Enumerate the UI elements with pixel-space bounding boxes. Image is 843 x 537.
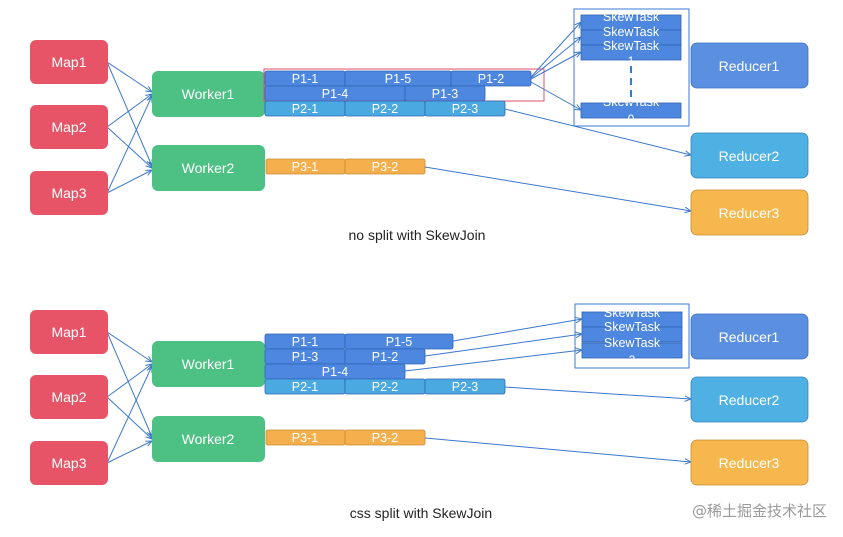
partition-label: P2-1: [292, 102, 318, 116]
map-label: Map2: [51, 389, 86, 405]
partition-label: P3-1: [292, 160, 318, 174]
bottom-reducer-1: Reducer1: [690, 313, 809, 360]
map-label: Map1: [51, 54, 86, 70]
bottom-partition-arrows: [404, 319, 691, 462]
top-skewtask-group: SkewTask SkewTask SkewTask 1 SkewTask 0: [573, 8, 690, 127]
reducer-label: Reducer1: [719, 58, 780, 74]
reducer-label: Reducer2: [719, 148, 780, 164]
top-p2-row: P2-1 P2-2 P2-3: [264, 100, 506, 117]
map-label: Map3: [51, 185, 86, 201]
worker-label: Worker1: [182, 86, 235, 102]
top-p3-row: P3-1 P3-2: [265, 158, 426, 175]
top-diagram: Map1 Map2 Map3 Worker1 Worker2 P1-1 P1-5…: [30, 8, 809, 243]
skewtask-label: SkewTask: [603, 95, 660, 109]
worker-label: Worker1: [182, 356, 235, 372]
skewtask-label: SkewTask: [603, 10, 660, 24]
map-label: Map2: [51, 119, 86, 135]
watermark: @稀土掘金技术社区: [692, 502, 827, 520]
bottom-map-worker-arrows: [106, 331, 152, 464]
top-reducer-1: Reducer1: [690, 42, 809, 89]
partition-label: P2-3: [452, 380, 478, 394]
top-map-1: Map1: [30, 40, 108, 84]
top-partition-arrows: [424, 22, 691, 211]
partition-label: P3-2: [372, 160, 398, 174]
bottom-p2-row: P2-1 P2-2 P2-3: [264, 378, 506, 395]
top-map-worker-arrows: [106, 61, 152, 194]
skewtask-label: SkewTask: [604, 336, 661, 350]
partition-label: P2-2: [372, 102, 398, 116]
bottom-worker-1: Worker1: [152, 341, 265, 387]
skewtask-label: SkewTask: [603, 25, 660, 39]
top-caption: no split with SkewJoin: [349, 227, 486, 243]
bottom-diagram: Map1 Map2 Map3 Worker1 Worker2 P1-1 P1-5…: [30, 303, 809, 521]
partition-label: P1-2: [478, 72, 504, 86]
partition-label: P1-4: [322, 365, 348, 379]
top-reducer-3: Reducer3: [690, 189, 809, 236]
bottom-reducer-2: Reducer2: [690, 376, 809, 423]
bottom-reducer-3: Reducer3: [690, 439, 809, 486]
reducer-label: Reducer3: [719, 205, 780, 221]
bottom-caption: css split with SkewJoin: [350, 505, 492, 521]
partition-label: P1-5: [386, 335, 412, 349]
partition-label: P1-5: [385, 72, 411, 86]
partition-label: P3-2: [372, 431, 398, 445]
top-map-3: Map3: [30, 171, 108, 215]
bottom-p1-row3: P1-4: [264, 363, 406, 380]
top-worker-1: Worker1: [152, 71, 265, 117]
skewtask-index: 2: [629, 353, 636, 367]
bottom-p1-row1: P1-1 P1-5: [264, 333, 454, 350]
partition-label: P1-4: [322, 87, 348, 101]
top-p1-row2: P1-4 P1-3: [264, 85, 486, 102]
skewtask-label: SkewTask: [604, 306, 661, 320]
reducer-label: Reducer2: [719, 392, 780, 408]
bottom-p3-row: P3-1 P3-2: [265, 429, 426, 446]
map-label: Map3: [51, 455, 86, 471]
reducer-label: Reducer3: [719, 455, 780, 471]
bottom-map-1: Map1: [30, 310, 108, 354]
top-worker-2: Worker2: [152, 145, 265, 191]
top-p1-row1: P1-1 P1-5 P1-2: [264, 70, 532, 87]
partition-label: P2-1: [292, 380, 318, 394]
bottom-map-2: Map2: [30, 375, 108, 419]
top-reducer-2: Reducer2: [690, 132, 809, 179]
top-map-2: Map2: [30, 105, 108, 149]
worker-label: Worker2: [182, 431, 235, 447]
partition-label: P1-2: [372, 350, 398, 364]
worker-label: Worker2: [182, 160, 235, 176]
partition-label: P3-1: [292, 431, 318, 445]
skewtask-index: 0: [628, 112, 635, 126]
partition-label: P1-1: [292, 335, 318, 349]
partition-label: P1-3: [292, 350, 318, 364]
partition-label: P1-1: [292, 72, 318, 86]
bottom-p1-row2: P1-3 P1-2: [264, 348, 426, 365]
partition-label: P1-3: [432, 87, 458, 101]
reducer-label: Reducer1: [719, 329, 780, 345]
bottom-map-3: Map3: [30, 441, 108, 485]
skewtask-index: 1: [628, 54, 635, 68]
bottom-worker-2: Worker2: [152, 416, 265, 462]
map-label: Map1: [51, 324, 86, 340]
bottom-skewtask-group: SkewTask SkewTask SkewTask 2: [574, 303, 690, 369]
partition-label: P2-2: [372, 380, 398, 394]
skewtask-label: SkewTask: [603, 39, 660, 53]
skewtask-label: SkewTask: [604, 320, 661, 334]
partition-label: P2-3: [452, 102, 478, 116]
